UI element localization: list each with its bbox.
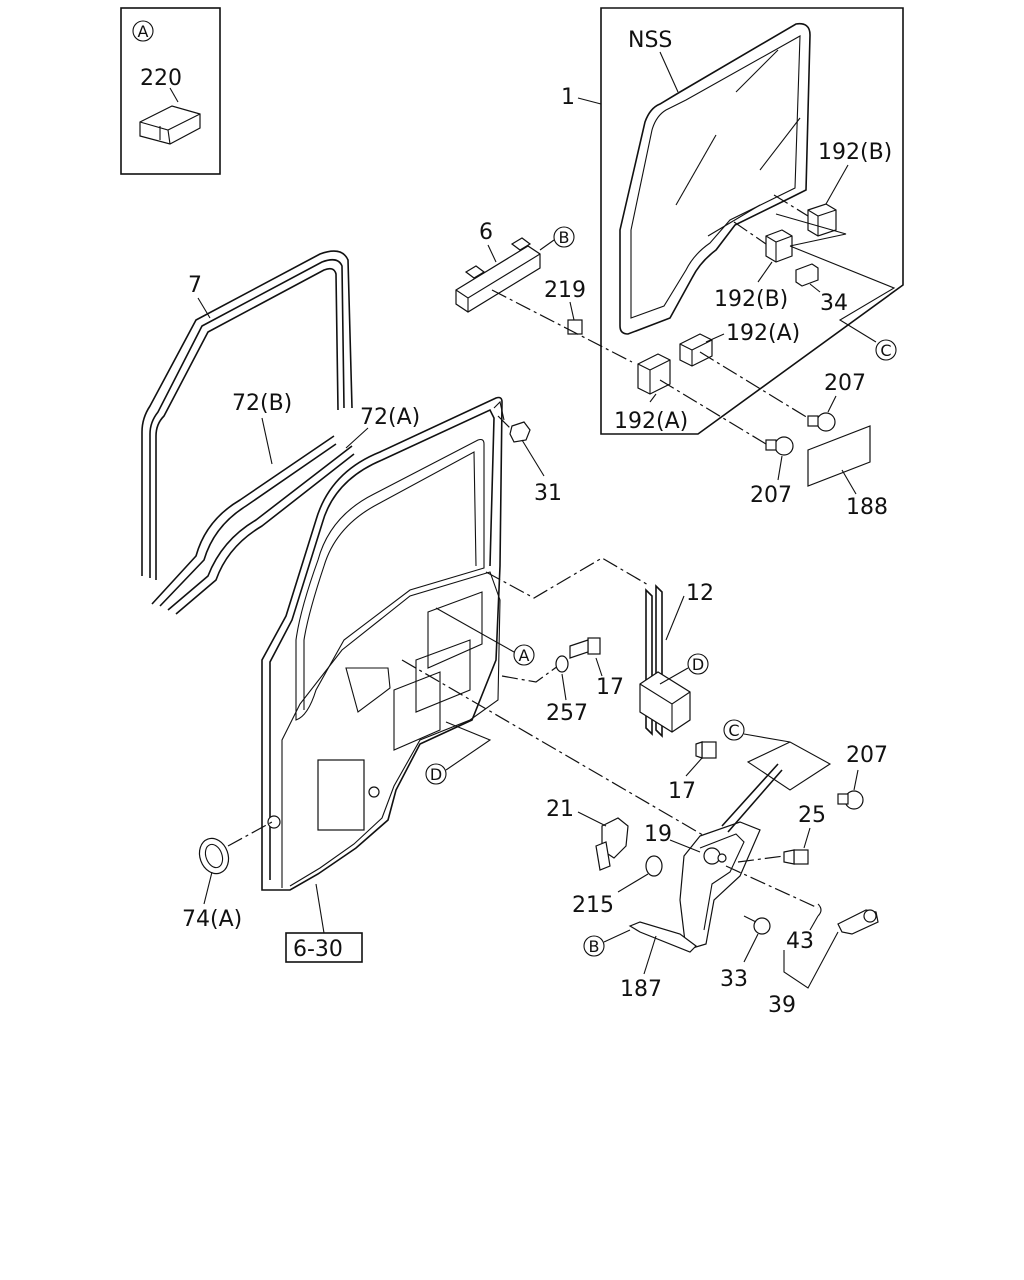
- label-187: 187: [620, 977, 662, 1002]
- label-39: 39: [768, 993, 796, 1018]
- label-219: 219: [544, 278, 586, 303]
- label-43: 43: [786, 929, 814, 954]
- callout-b-top: B: [559, 228, 570, 247]
- belt-molding-72b-icon: [151, 435, 337, 607]
- clip-192b-upper-icon: [807, 203, 837, 237]
- clip-192a-lower-icon: [637, 353, 671, 395]
- screw-33-icon: [743, 915, 771, 935]
- clip-34-icon: [795, 263, 819, 287]
- label-33: 33: [720, 967, 748, 992]
- label-220: 220: [140, 66, 182, 91]
- label-7: 7: [188, 273, 202, 298]
- label-188: 188: [846, 495, 888, 520]
- label-1: 1: [561, 85, 575, 110]
- window-glass-icon: [619, 22, 811, 335]
- clip-192b-lower-icon: [765, 229, 793, 263]
- callout-c-mid: C: [728, 721, 739, 740]
- label-72a: 72(A): [360, 405, 420, 430]
- label-215: 215: [572, 893, 614, 918]
- crank-handle-43-icon: [817, 903, 879, 935]
- label-192b-upper: 192(B): [818, 140, 892, 165]
- bolt-17-upper-icon: [569, 637, 601, 659]
- label-257: 257: [546, 701, 588, 726]
- label-nss: NSS: [628, 28, 672, 53]
- inset-box-a: A 220: [120, 7, 221, 175]
- callout-a-inset: A: [138, 22, 149, 41]
- callout-c-top: C: [880, 341, 891, 360]
- clip-220-icon: [139, 105, 201, 145]
- callout-d-left: D: [430, 765, 442, 784]
- bolt-17-lower-icon: [695, 741, 717, 759]
- label-72b: 72(B): [232, 391, 292, 416]
- bumper-31-icon: [509, 421, 531, 443]
- washer-257-icon: [555, 655, 569, 673]
- label-31: 31: [534, 481, 562, 506]
- bolt-25-icon: [783, 849, 809, 865]
- bolt-207-lower-icon: [765, 436, 794, 456]
- washer-215-icon: [645, 855, 663, 877]
- label-21: 21: [546, 797, 574, 822]
- label-6: 6: [479, 220, 493, 245]
- door-panel-icon: [261, 396, 505, 891]
- door-handle-21-icon: [595, 817, 629, 871]
- label-34: 34: [820, 291, 848, 316]
- label-192a-lower: 192(A): [614, 409, 688, 434]
- channel-6-icon: [455, 237, 541, 313]
- label-25: 25: [798, 803, 826, 828]
- label-12: 12: [686, 581, 714, 606]
- glass-assembly-box: 1 NSS 192(B) 192(B) 34: [561, 7, 904, 435]
- bolt-207-right-icon: [837, 790, 864, 810]
- label-192b-lower: 192(B): [714, 287, 788, 312]
- run-channel-12-icon: [639, 584, 691, 738]
- glass-run-channel-7-icon: [141, 250, 353, 580]
- callout-a-door: A: [519, 646, 530, 665]
- window-regulator-19-icon: [628, 763, 783, 953]
- label-17-lower: 17: [668, 779, 696, 804]
- label-207-upper: 207: [824, 371, 866, 396]
- label-74a: 74(A): [182, 907, 242, 932]
- label-6-30: 6-30: [293, 937, 343, 962]
- seal-74a-icon: [198, 837, 230, 875]
- belt-molding-72a-icon: [167, 445, 355, 615]
- label-17-upper: 17: [596, 675, 624, 700]
- label-207-lower: 207: [750, 483, 792, 508]
- callout-b-bottom: B: [589, 937, 600, 956]
- label-19: 19: [644, 822, 672, 847]
- clip-219-icon: [567, 319, 583, 335]
- label-207-right: 207: [846, 743, 888, 768]
- bolt-207-upper-icon: [807, 412, 836, 432]
- label-192a-upper: 192(A): [726, 321, 800, 346]
- callout-d-right: D: [692, 655, 704, 674]
- label-plate-188-icon: [807, 425, 871, 487]
- clip-192a-upper-icon: [679, 333, 713, 367]
